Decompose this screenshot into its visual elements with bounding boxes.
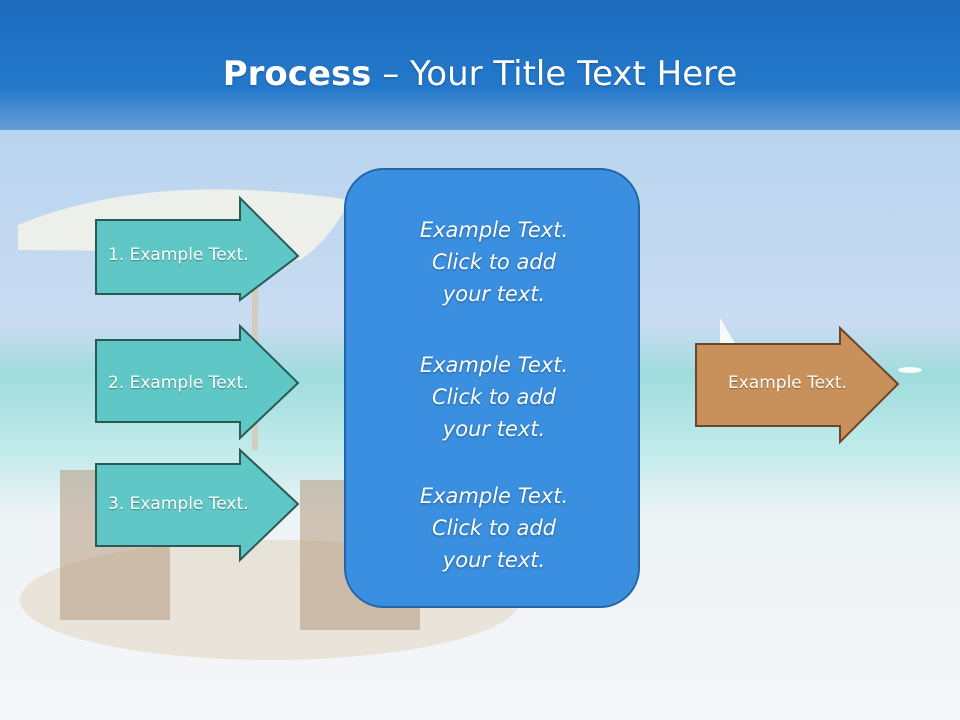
title-rest: – Your Title Text Here — [371, 54, 738, 94]
output-label: Example Text. — [728, 373, 847, 393]
box-line: Click to add — [431, 250, 556, 274]
slide-title: Process – Your Title Text Here — [0, 52, 960, 96]
step-arrow-3[interactable] — [94, 448, 300, 564]
center-text-box[interactable]: Example Text. Click to add your text. Ex… — [344, 168, 640, 608]
box-line: Click to add — [431, 516, 556, 540]
box-paragraph-1: Example Text. Click to add your text. — [346, 214, 642, 310]
step-arrow-1[interactable] — [94, 196, 300, 302]
box-paragraph-3: Example Text. Click to add your text. — [346, 480, 642, 576]
box-line: Example Text. — [419, 353, 569, 377]
box-paragraph-2: Example Text. Click to add your text. — [346, 349, 642, 445]
output-arrow[interactable] — [694, 326, 900, 446]
box-line: Example Text. — [419, 484, 569, 508]
step-arrow-2[interactable] — [94, 324, 300, 440]
title-bold: Process — [222, 54, 372, 94]
box-line: Click to add — [431, 385, 556, 409]
box-line: your text. — [442, 282, 546, 306]
step-label-1: 1. Example Text. — [108, 245, 249, 265]
step-label-2: 2. Example Text. — [108, 373, 249, 393]
box-line: your text. — [442, 417, 546, 441]
box-line: Example Text. — [419, 218, 569, 242]
step-label-3: 3. Example Text. — [108, 494, 249, 514]
box-line: your text. — [442, 548, 546, 572]
